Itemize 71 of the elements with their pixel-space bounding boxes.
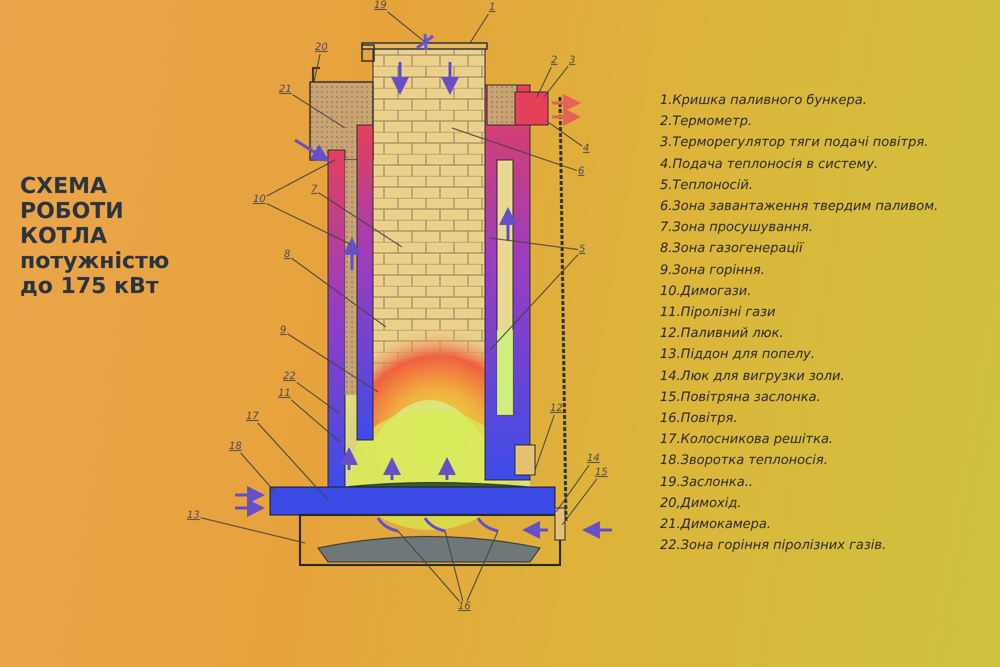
callout-number: 4	[582, 143, 590, 155]
callout-number: 21	[278, 84, 293, 96]
leader-line	[314, 54, 321, 82]
legend-item-text: 22.Зона горіння піролізних газів.	[660, 537, 888, 556]
legend-item-text: 15.Повітряна заслонка.	[660, 388, 822, 407]
legend-item-text: 20,Димохід.	[660, 494, 742, 513]
callout-number: 8	[283, 249, 292, 261]
leader-line	[200, 517, 306, 544]
legend-item-text: 14.Люк для вигрузки золи.	[660, 368, 846, 386]
callout-number: 10	[252, 194, 267, 206]
callout-number: 2	[550, 55, 558, 67]
callout-number: 5	[578, 244, 586, 256]
callout-number: 20	[314, 42, 329, 54]
leader-line	[544, 66, 568, 98]
legend-item-text: 12.Паливний люк.	[660, 325, 785, 344]
leader-line	[536, 66, 552, 98]
callout-number: 12	[549, 403, 564, 415]
callout-number: 14	[586, 453, 601, 465]
leader-line	[444, 530, 464, 602]
legend-item-text: 7.Зона просушування.	[660, 219, 814, 238]
leader-line	[452, 128, 578, 172]
leader-line	[257, 422, 328, 500]
callout-number: 7	[310, 184, 318, 196]
leader-line	[266, 160, 336, 197]
legend-item-text: 1.Кришка паливного бункера.	[660, 92, 868, 110]
leader-line	[290, 258, 386, 328]
legend-item-text: 2.Термометр.	[660, 113, 754, 132]
callout-number: 13	[186, 510, 201, 522]
legend-item-text: 11.Піролізні гази	[660, 304, 777, 322]
leader-line	[286, 333, 378, 392]
leader-line	[266, 203, 350, 244]
legend-item-text: 10.Димогази.	[660, 282, 752, 301]
callout-number: 18	[228, 441, 243, 453]
callout-number: 22	[282, 371, 297, 383]
callout-number: 16	[457, 601, 472, 613]
leader-line	[490, 238, 578, 250]
legend-item-text: 18.Зворотка теплоносія.	[660, 452, 829, 470]
callout-number: 3	[568, 55, 576, 67]
legend-item-text: 9.Зона горіння.	[660, 262, 766, 280]
leader-line	[470, 14, 489, 44]
legend-item-text: 8.Зона газогенерації	[660, 240, 805, 258]
callout-number: 1	[488, 2, 496, 14]
legend-item-text: 6.Зона завантаження твердим паливом.	[660, 198, 940, 216]
leader-line	[562, 478, 598, 526]
callout-number: 11	[277, 388, 292, 400]
legend-item-text: 4.Подача теплоносія в систему.	[660, 156, 880, 174]
leader-line	[490, 254, 578, 350]
legend-item-text: 16.Повітря.	[660, 410, 738, 428]
leader-line	[534, 414, 555, 470]
legend-item-text: 21.Димокамера.	[660, 516, 772, 534]
callout-number: 9	[279, 325, 288, 337]
diagram-title: СХЕМА РОБОТИ КОТЛА потужністю до 175 кВт	[20, 174, 170, 299]
legend-item-text: 19.Заслонка..	[660, 474, 754, 492]
legend-item-text: 17.Колосникова решітка.	[660, 431, 834, 450]
callout-number: 19	[373, 0, 388, 12]
legend-item-text: 5.Теплоносій.	[660, 176, 754, 195]
leader-line	[318, 192, 402, 248]
legend-item-text: 3.Терморегулятор тяги подачі повітря.	[660, 134, 930, 152]
leader-line	[548, 122, 582, 147]
leader-line	[240, 452, 276, 492]
legend-item-text: 13.Піддон для попелу.	[660, 346, 816, 364]
leader-line	[292, 94, 346, 128]
leader-line	[466, 530, 498, 602]
callout-number: 6	[577, 166, 586, 178]
leader-line	[556, 464, 590, 512]
callout-number: 17	[245, 411, 260, 423]
leader-line	[398, 530, 460, 602]
leader-line	[387, 11, 426, 42]
leader-line	[296, 382, 340, 414]
callout-number: 15	[594, 467, 609, 479]
leader-line	[290, 400, 340, 442]
